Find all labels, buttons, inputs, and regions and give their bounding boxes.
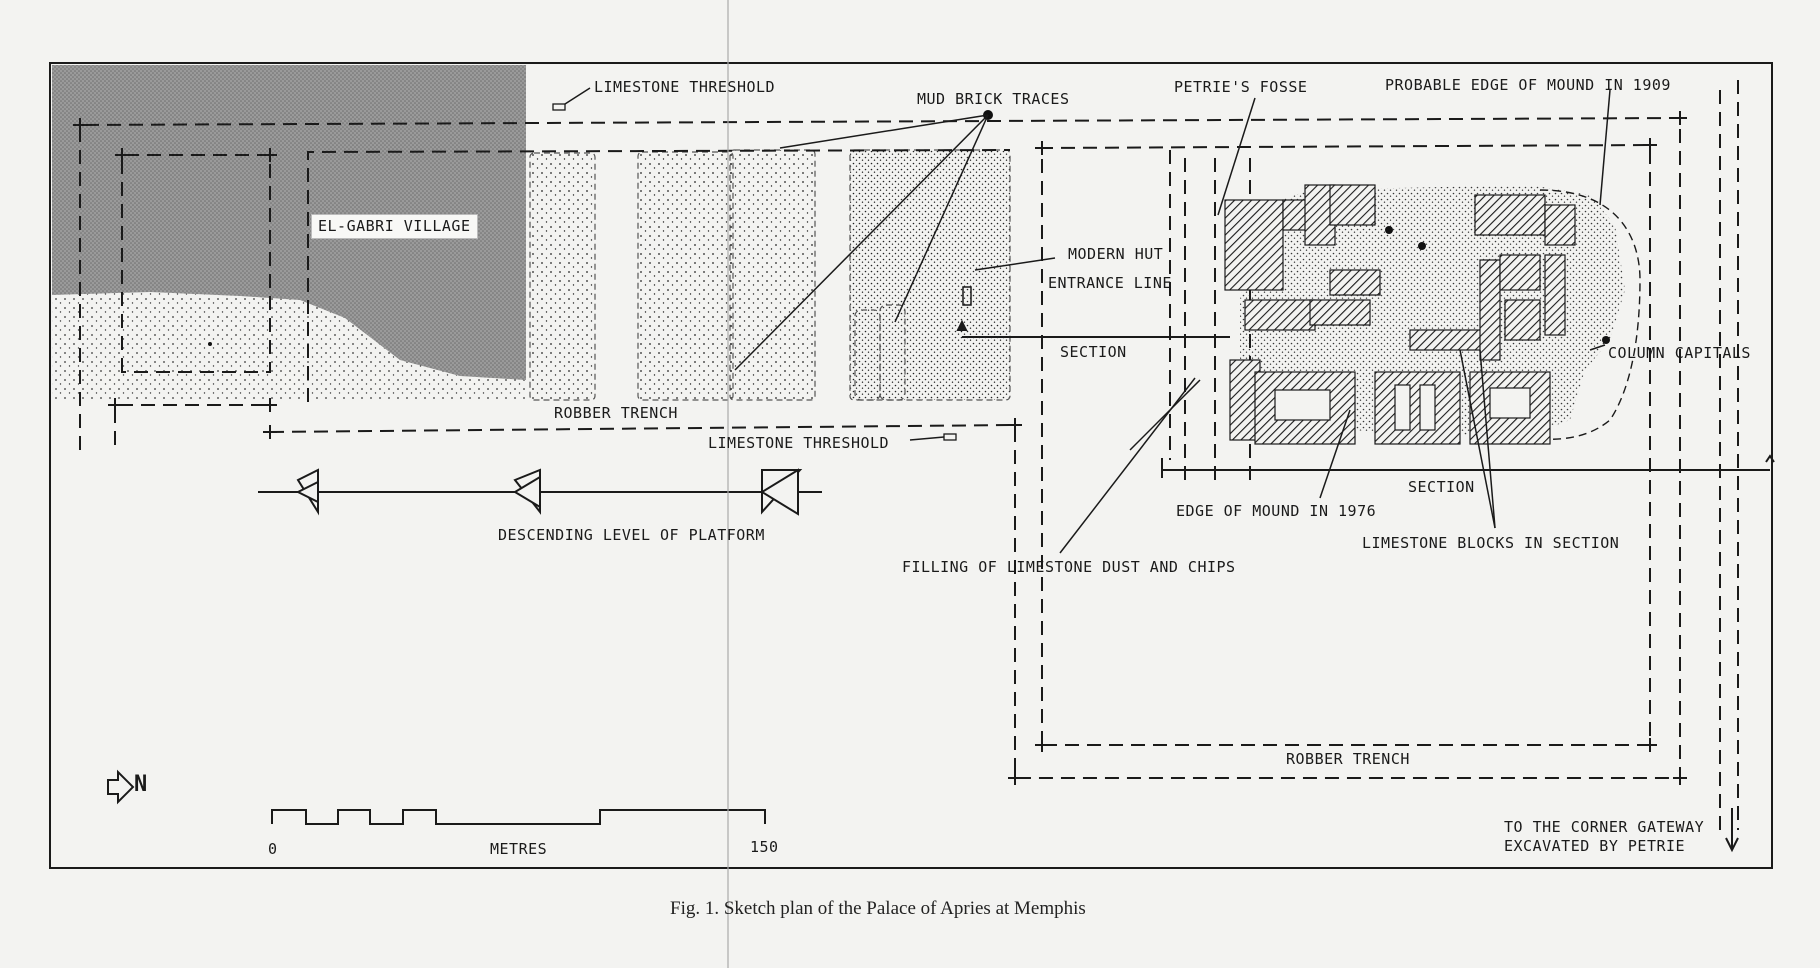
scale-end-label: 150 [750, 838, 779, 856]
scale-bar [271, 809, 766, 825]
limestone-threshold-top-label: LIMESTONE THRESHOLD [594, 78, 776, 96]
el-gabri-village-area [52, 65, 526, 380]
modern-hut-label: MODERN HUT [1068, 245, 1164, 263]
palace-walls [1224, 184, 1576, 445]
descending-level-label: DESCENDING LEVEL OF PLATFORM [498, 526, 765, 544]
column-capitals-label: COLUMN CAPITALS [1608, 344, 1751, 362]
el-gabri-village-label: EL-GABRI VILLAGE [311, 214, 478, 239]
gateway-arrow-icon [1725, 808, 1739, 853]
robber-trench-right-label: ROBBER TRENCH [1286, 750, 1410, 768]
leader-lines [564, 87, 1611, 554]
section-lines [956, 319, 1775, 478]
corner-gateway-label-line2: EXCAVATED BY PETRIE [1504, 837, 1686, 855]
section-lower-label: SECTION [1408, 478, 1475, 496]
limestone-threshold-marker-top [552, 103, 566, 111]
edge-1976-label: EDGE OF MOUND IN 1976 [1176, 502, 1377, 520]
entrance-line-label: ENTRANCE LINE [1048, 274, 1172, 292]
village-dotted-ground [52, 292, 526, 400]
corner-gateway-label-line1: TO THE CORNER GATEWAY [1504, 818, 1705, 836]
robber-trench-left-label: ROBBER TRENCH [554, 404, 678, 422]
section-upper-label: SECTION [1060, 343, 1127, 361]
limestone-blocks-label: LIMESTONE BLOCKS IN SECTION [1362, 534, 1620, 552]
scale-start-label: 0 [268, 840, 278, 858]
north-label: N [134, 772, 148, 797]
probable-edge-1909-label: PROBABLE EDGE OF MOUND IN 1909 [1385, 76, 1671, 94]
petries-fosse-label: PETRIE'S FOSSE [1174, 78, 1308, 96]
filling-label: FILLING OF LIMESTONE DUST AND CHIPS [902, 558, 1236, 576]
corner-markers [73, 111, 1687, 785]
modern-hut-marker [962, 286, 972, 306]
limestone-threshold-bottom-label: LIMESTONE THRESHOLD [708, 434, 890, 452]
probable-edge-1909-line [1509, 189, 1641, 440]
figure-caption: Fig. 1. Sketch plan of the Palace of Apr… [670, 898, 1086, 919]
north-arrow-icon [107, 769, 135, 805]
mud-brick-traces-label: MUD BRICK TRACES [917, 90, 1070, 108]
scale-unit-label: METRES [490, 840, 548, 858]
